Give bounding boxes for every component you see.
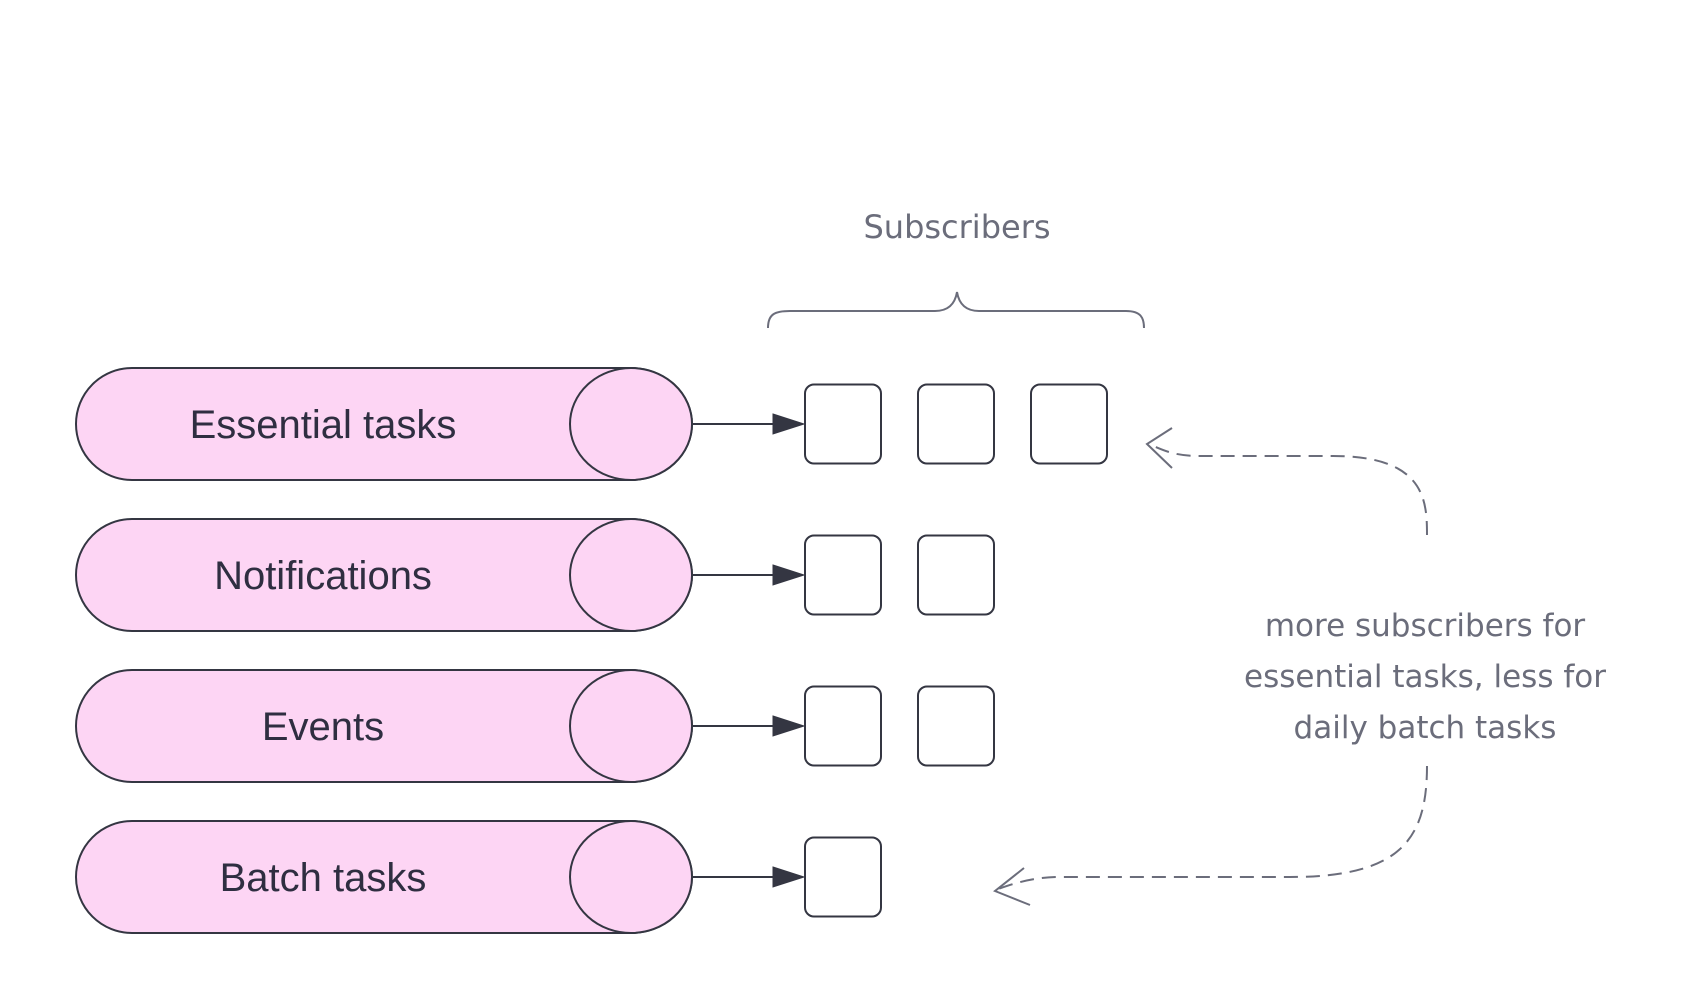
subscriber-box bbox=[804, 383, 882, 465]
connector-arrowhead-icon bbox=[772, 715, 806, 737]
annotation-line-3: daily batch tasks bbox=[1294, 710, 1557, 746]
subscriber-box bbox=[917, 534, 995, 616]
queue-label: Events bbox=[262, 705, 384, 749]
annotation-arrow-down-head-icon bbox=[993, 867, 1031, 906]
subscriber-box bbox=[1030, 383, 1108, 465]
queue-cylinder-end bbox=[569, 518, 693, 632]
connector-arrowhead-icon bbox=[772, 564, 806, 586]
subscriber-box bbox=[804, 836, 882, 918]
subscriber-box bbox=[917, 685, 995, 767]
connector-arrowhead-icon bbox=[772, 866, 806, 888]
subscriber-box bbox=[917, 383, 995, 465]
annotation-note: more subscribers for essential tasks, le… bbox=[1244, 608, 1606, 746]
subscribers-brace bbox=[767, 291, 1145, 329]
connector-arrowhead-icon bbox=[772, 413, 806, 435]
queue-label: Essential tasks bbox=[190, 403, 457, 447]
queue-cylinder-end bbox=[569, 820, 693, 934]
annotation-line-1: more subscribers for bbox=[1265, 608, 1586, 644]
annotation-arrow-up-head-icon bbox=[1145, 427, 1173, 469]
queue-row-batch-tasks: Batch tasks bbox=[75, 820, 882, 934]
subscriber-box bbox=[804, 685, 882, 767]
queue-cylinder-end bbox=[569, 367, 693, 481]
queue-row-notifications: Notifications bbox=[75, 518, 995, 632]
annotation-arrow-down bbox=[994, 765, 1428, 891]
queue-row-events: Events bbox=[75, 669, 995, 783]
queue-label: Batch tasks bbox=[220, 856, 427, 900]
queue-row-essential-tasks: Essential tasks bbox=[75, 367, 1108, 481]
annotation-line-2: essential tasks, less for bbox=[1244, 659, 1606, 695]
annotation-arrow-up bbox=[1147, 443, 1428, 536]
subscriber-box bbox=[804, 534, 882, 616]
queue-cylinder-end bbox=[569, 669, 693, 783]
queue-label: Notifications bbox=[214, 554, 432, 598]
queue-rows: Essential tasksNotificationsEventsBatch … bbox=[75, 367, 1108, 934]
subscribers-heading: Subscribers bbox=[863, 208, 1050, 246]
